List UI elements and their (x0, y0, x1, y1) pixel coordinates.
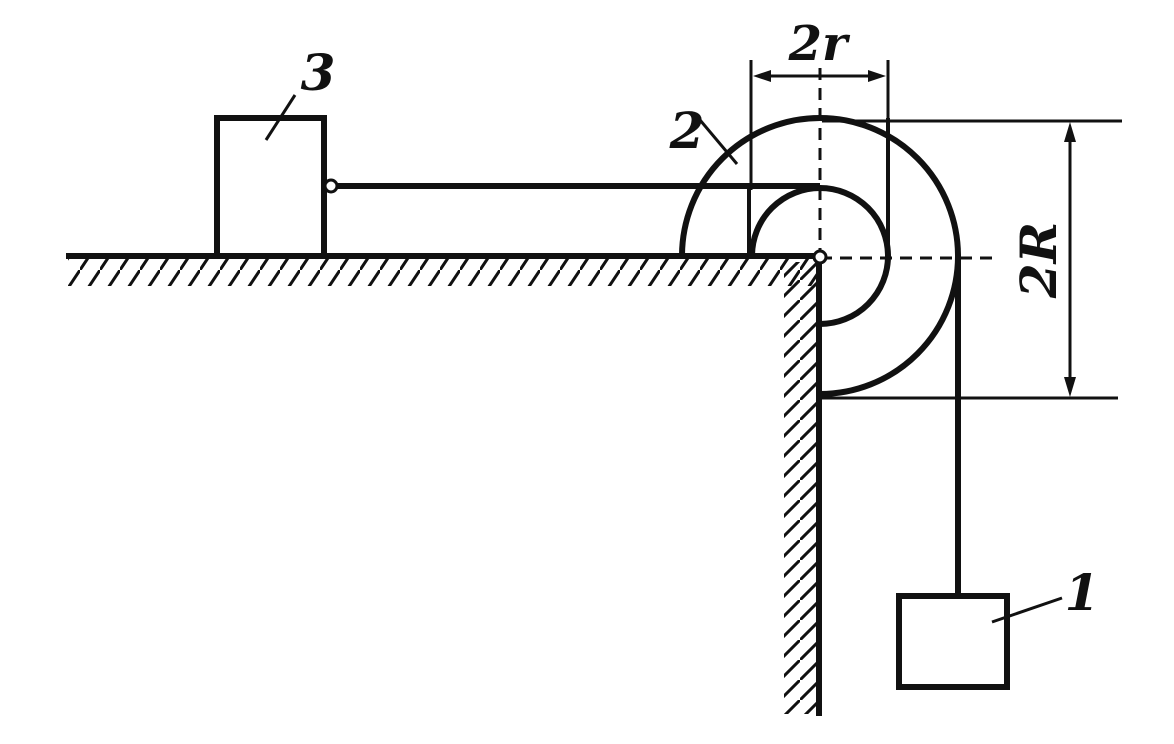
label-group-3: 3 (264, 43, 336, 141)
wall-surface (784, 254, 822, 716)
ground-surface (66, 253, 820, 286)
ground-hatching (68, 258, 818, 286)
inner-drum (749, 185, 891, 327)
dimension-2r: 2r (749, 16, 890, 190)
pulley-axle (812, 249, 828, 265)
label-1: 1 (1065, 563, 1100, 622)
wall-hatching (784, 262, 817, 714)
label-group-1: 1 (991, 563, 1100, 624)
label-2R: 2R (1009, 222, 1068, 299)
thread-attachment (323, 178, 339, 194)
label-3: 3 (301, 43, 336, 102)
block-3 (214, 115, 327, 259)
dimension-2R: 2R (822, 119, 1122, 400)
label-2: 2 (669, 101, 705, 160)
label-group-2: 2 (669, 101, 739, 165)
block-1 (896, 593, 1010, 690)
stepped-pulley-2 (679, 68, 1000, 397)
thread-to-block-3 (323, 178, 820, 194)
label-2r: 2r (788, 16, 851, 72)
outer-drum (679, 115, 961, 397)
